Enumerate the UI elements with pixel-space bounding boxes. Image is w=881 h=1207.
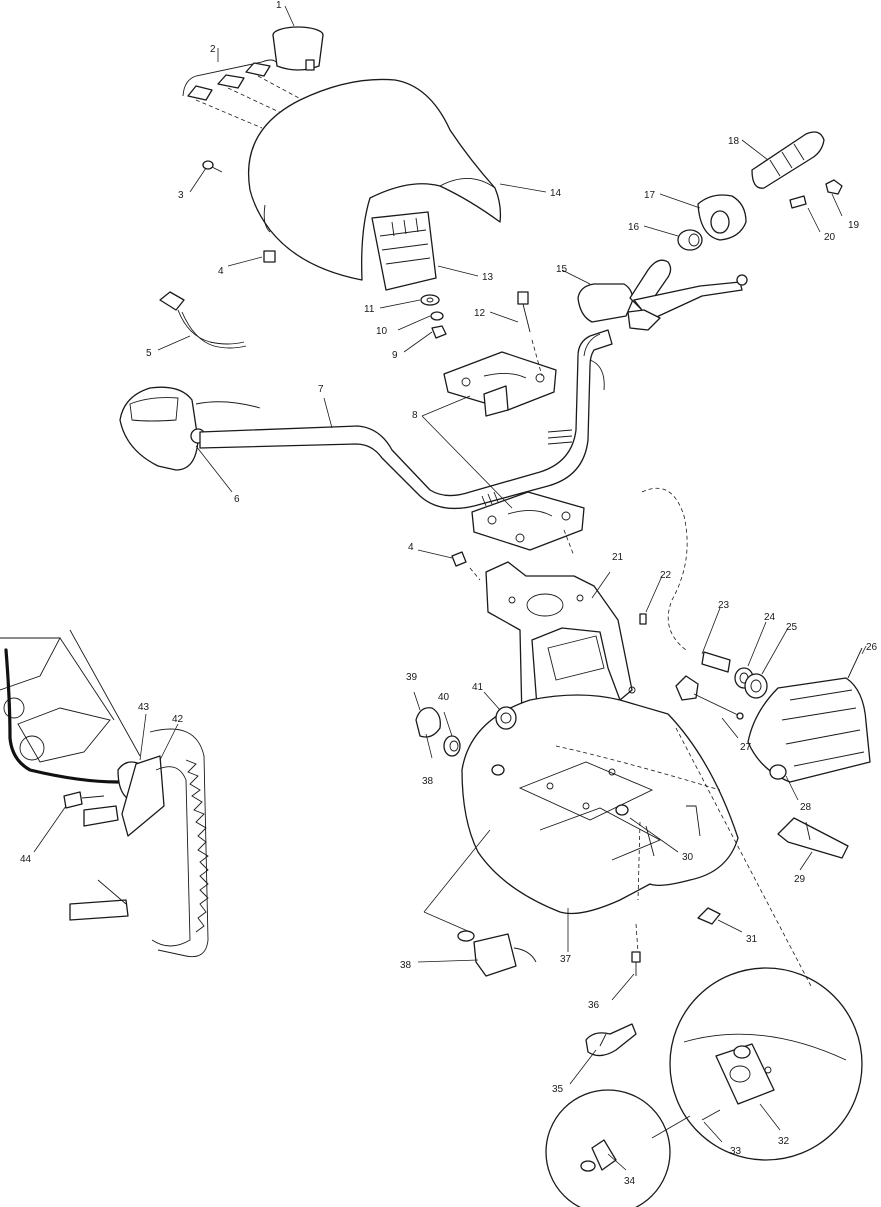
detail-circle-34 bbox=[545, 1089, 671, 1207]
part-35-clamp bbox=[585, 1023, 637, 1057]
callout-29: 29 bbox=[794, 874, 806, 885]
part-41-grommet bbox=[495, 706, 517, 730]
part-23-adjuster-cable bbox=[641, 487, 731, 673]
callout-30: 30 bbox=[682, 852, 694, 863]
callout-37: 37 bbox=[560, 954, 572, 965]
callout-25: 25 bbox=[786, 622, 798, 633]
part-25-ring bbox=[744, 673, 768, 699]
part-12-bolt bbox=[517, 291, 543, 377]
callout-2: 2 bbox=[210, 44, 216, 55]
parts-9-10-11-washers bbox=[420, 294, 447, 339]
callout-7: 7 bbox=[318, 384, 324, 395]
callout-23: 23 bbox=[718, 600, 730, 611]
part-4-nut-upper bbox=[263, 250, 276, 263]
part-2-switch-clips bbox=[182, 59, 311, 129]
callout-27: 27 bbox=[740, 742, 752, 753]
part-31-clip bbox=[697, 907, 721, 925]
callout-6: 6 bbox=[234, 494, 240, 505]
leader-lines bbox=[33, 5, 867, 1171]
part-17-throttle-housing bbox=[697, 194, 747, 241]
callout-43: 43 bbox=[138, 702, 150, 713]
callout-21: 21 bbox=[612, 552, 624, 563]
part-27-adjust-screw bbox=[675, 675, 744, 720]
part-7-handlebar bbox=[199, 329, 613, 510]
callout-22: 22 bbox=[660, 570, 672, 581]
part-40-grommet bbox=[443, 735, 461, 757]
callout-14: 14 bbox=[550, 188, 562, 199]
part-30-screw bbox=[615, 804, 629, 816]
callout-4-lower: 4 bbox=[408, 542, 414, 553]
callout-28: 28 bbox=[800, 802, 812, 813]
part-14-headlight-pod bbox=[248, 78, 502, 281]
callout-19: 19 bbox=[848, 220, 860, 231]
callout-17: 17 bbox=[644, 190, 656, 201]
part-18-grip bbox=[751, 131, 825, 189]
part-6-left-switch-housing bbox=[119, 386, 261, 471]
callout-8: 8 bbox=[412, 410, 418, 421]
callout-18: 18 bbox=[728, 136, 740, 147]
callout-35: 35 bbox=[552, 1084, 564, 1095]
callout-42: 42 bbox=[172, 714, 184, 725]
part-36-screw bbox=[631, 923, 641, 976]
callout-41: 41 bbox=[472, 682, 484, 693]
callout-5: 5 bbox=[146, 348, 152, 359]
callout-32: 32 bbox=[778, 1136, 790, 1147]
callout-labels: 1 2 3 4 5 6 7 8 9 10 11 12 13 14 15 16 1… bbox=[20, 0, 878, 1187]
part-22-screw bbox=[639, 613, 647, 625]
part-19-bar-end bbox=[825, 179, 843, 195]
part-15-master-cylinder bbox=[577, 259, 748, 331]
callout-31: 31 bbox=[746, 934, 758, 945]
callout-3: 3 bbox=[178, 190, 184, 201]
part-20-screw bbox=[789, 195, 807, 209]
part-38-ignition-switch bbox=[457, 930, 537, 977]
part-37-lower-fairing bbox=[461, 694, 739, 915]
callout-16: 16 bbox=[628, 222, 640, 233]
part-26-headlamp bbox=[747, 647, 871, 783]
part-8-upper-clamp bbox=[443, 351, 557, 417]
part-4-nut-lower bbox=[451, 551, 467, 567]
callout-11: 11 bbox=[364, 304, 375, 315]
callout-39: 39 bbox=[406, 672, 418, 683]
callout-20: 20 bbox=[824, 232, 836, 243]
callout-33: 33 bbox=[730, 1146, 742, 1157]
part-16-throttle-ring bbox=[677, 229, 703, 251]
detail-brake-assembly bbox=[0, 629, 209, 958]
part-13-pod-bracket bbox=[371, 211, 437, 291]
callout-38-upper: 38 bbox=[422, 776, 434, 787]
part-8-lower-clamp bbox=[471, 491, 585, 551]
callout-15: 15 bbox=[556, 264, 568, 275]
callout-13: 13 bbox=[482, 272, 494, 283]
callout-10: 10 bbox=[376, 326, 388, 337]
detail-circle-32-33 bbox=[669, 967, 863, 1161]
part-5-wire-harness bbox=[159, 291, 247, 349]
part-28-o-ring bbox=[769, 764, 787, 780]
callout-38-lower: 38 bbox=[400, 960, 412, 971]
callout-40: 40 bbox=[438, 692, 450, 703]
callout-12: 12 bbox=[474, 308, 486, 319]
part-3-screw bbox=[202, 160, 223, 173]
callout-4-upper: 4 bbox=[218, 266, 224, 277]
callout-1: 1 bbox=[276, 0, 282, 11]
callout-44: 44 bbox=[20, 854, 32, 865]
callout-9: 9 bbox=[392, 350, 398, 361]
part-29-bulb-socket bbox=[777, 817, 849, 859]
part-1-gauge-cup bbox=[272, 26, 324, 71]
callout-34: 34 bbox=[624, 1176, 636, 1187]
part-39-switch bbox=[415, 707, 441, 738]
callout-24: 24 bbox=[764, 612, 776, 623]
callout-36: 36 bbox=[588, 1000, 600, 1011]
callout-26: 26 bbox=[866, 642, 878, 653]
